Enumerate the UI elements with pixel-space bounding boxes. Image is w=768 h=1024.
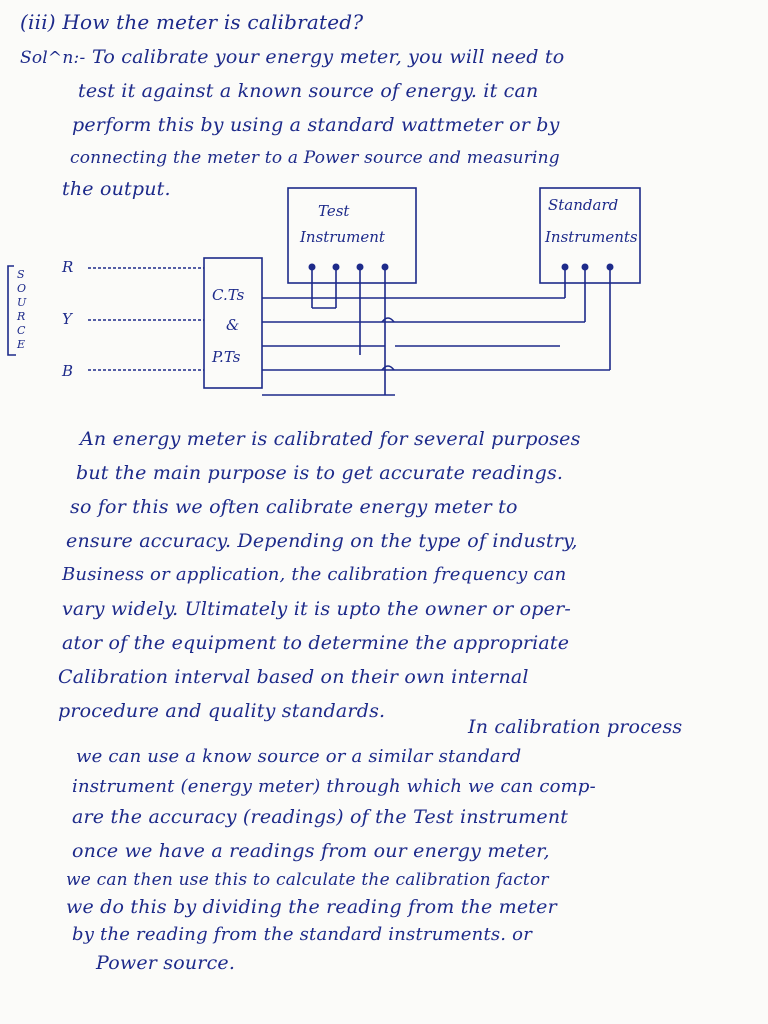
intro-line-5: the output. bbox=[62, 178, 171, 200]
pt-label: P.Ts bbox=[211, 348, 241, 366]
ct-amp-label: & bbox=[226, 316, 239, 334]
intro-line-2: test it against a known source of energy… bbox=[78, 80, 539, 102]
para2-line-8: by the reading from the standard instrum… bbox=[72, 924, 532, 945]
intro-line-3: perform this by using a standard wattmet… bbox=[72, 114, 560, 136]
calibration-circuit-diagram: Test Instrument Standard Instruments C.T… bbox=[7, 187, 641, 396]
source-letter-o: O bbox=[17, 282, 26, 295]
para1-line-3: so for this we often calibrate energy me… bbox=[70, 496, 518, 518]
para2-line-6: we can then use this to calculate the ca… bbox=[66, 870, 549, 890]
test-box-label-2: Instrument bbox=[299, 228, 386, 246]
para1-line-5: Business or application, the calibration… bbox=[62, 564, 567, 585]
para1-line-7: ator of the equipment to determine the a… bbox=[62, 632, 570, 654]
phase-y-label: Y bbox=[62, 310, 74, 328]
standard-box-label-2: Instruments bbox=[544, 228, 638, 246]
intro-line-1: To calibrate your energy meter, you will… bbox=[92, 46, 565, 68]
standard-box-label-1: Standard bbox=[548, 196, 618, 214]
solution-label: Sol^n:- bbox=[20, 48, 86, 68]
source-letter-s: S bbox=[17, 268, 25, 281]
para2-line-4: are the accuracy (readings) of the Test … bbox=[72, 806, 569, 828]
source-letter-c: C bbox=[17, 324, 26, 337]
para1-line-4: ensure accuracy. Depending on the type o… bbox=[66, 530, 578, 552]
source-letter-u: U bbox=[17, 296, 27, 309]
para2-line-7: we do this by dividing the reading from … bbox=[66, 896, 557, 918]
para1-line-2: but the main purpose is to get accurate … bbox=[76, 462, 564, 484]
para2-line-1: In calibration process bbox=[468, 716, 683, 738]
para2-line-3: instrument (energy meter) through which … bbox=[72, 776, 596, 797]
para2-line-2: we can use a know source or a similar st… bbox=[76, 746, 522, 767]
para2-line-9: Power source. bbox=[96, 952, 236, 974]
phase-b-label: B bbox=[61, 362, 73, 380]
question-heading: (iii) How the meter is calibrated? bbox=[20, 10, 364, 34]
para1-line-9: procedure and quality standards. bbox=[58, 700, 386, 722]
para1-line-1: An energy meter is calibrated for severa… bbox=[80, 428, 581, 450]
ct-label: C.Ts bbox=[212, 286, 245, 304]
source-letter-e: E bbox=[16, 338, 25, 351]
source-letter-r: R bbox=[16, 310, 25, 323]
para1-line-6: vary widely. Ultimately it is upto the o… bbox=[62, 598, 572, 620]
test-box-label-1: Test bbox=[318, 202, 350, 220]
para2-line-5: once we have a readings from our energy … bbox=[72, 840, 550, 862]
para1-line-8: Calibration interval based on their own … bbox=[58, 666, 529, 688]
terminal-dots bbox=[308, 263, 614, 271]
intro-line-4: connecting the meter to a Power source a… bbox=[70, 148, 560, 168]
phase-r-label: R bbox=[61, 258, 73, 276]
